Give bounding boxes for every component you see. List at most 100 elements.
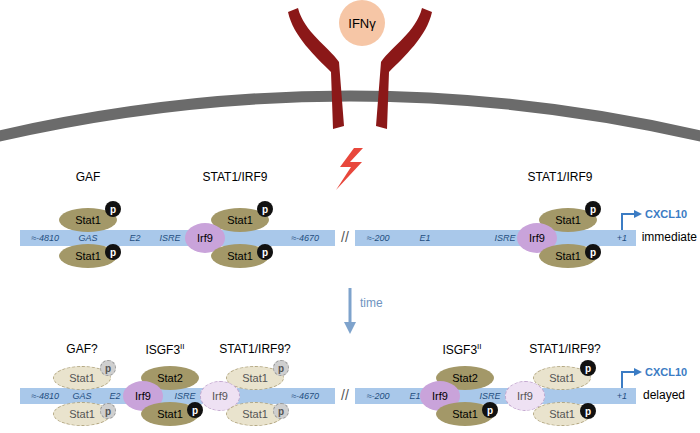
- protein-name: Irf9: [529, 232, 545, 244]
- protein-name: Stat1: [555, 250, 581, 262]
- protein-name: Stat1: [452, 408, 478, 420]
- axis-break: //: [340, 230, 350, 245]
- gene-name: CXCL10: [645, 366, 687, 378]
- protein-name: Stat1: [549, 372, 575, 384]
- ligand-circle: IFNγ: [339, 0, 385, 46]
- protein-name: p: [590, 204, 596, 215]
- protein-name: Stat1: [75, 214, 101, 226]
- gene-name: CXCL10: [645, 208, 687, 220]
- protein-name: p: [110, 204, 116, 215]
- site-label: ≈-4670: [291, 234, 319, 243]
- protein-name: Stat1: [227, 214, 253, 226]
- stat1-protein-faded: Stat1 p: [533, 402, 591, 426]
- protein-name: p: [585, 363, 591, 374]
- dna-strand: ≈-200 E1 ISRE +1: [355, 388, 636, 404]
- protein-name: Stat1: [75, 250, 101, 262]
- protein-name: p: [262, 204, 268, 215]
- site-label: GAS: [72, 392, 91, 401]
- phospho-mark: p: [105, 201, 121, 217]
- site-label: E1: [409, 392, 420, 401]
- protein-name: p: [278, 363, 284, 374]
- protein-name: Stat2: [157, 372, 183, 384]
- time-arrow: [349, 288, 352, 330]
- protein-name: Stat2: [452, 372, 478, 384]
- complex-label: ISGF3II: [145, 343, 184, 357]
- protein-name: Irf9: [517, 390, 533, 402]
- site-label: ISRE: [479, 392, 500, 401]
- stat1-protein-faded: Stat1 p: [53, 366, 111, 390]
- axis-break: //: [340, 388, 350, 403]
- protein-name: Stat1: [157, 408, 183, 420]
- protein-name: Stat1: [242, 408, 268, 420]
- protein-name: Irf9: [432, 390, 448, 402]
- protein-name: Stat1: [227, 250, 253, 262]
- site-label: ISRE: [174, 392, 195, 401]
- stat1-protein: Stat1 p: [59, 244, 117, 268]
- protein-name: p: [192, 405, 198, 416]
- stat1-protein-faded: Stat1 p: [53, 402, 111, 426]
- site-label: ≈-4810: [31, 392, 59, 401]
- cell-membrane: [0, 96, 700, 137]
- time-label: time: [360, 297, 383, 310]
- stat1-protein: Stat1 p: [141, 402, 199, 426]
- complex-label: STAT1/IRF9: [528, 171, 593, 184]
- protein-name: Stat1: [69, 408, 95, 420]
- protein-name: p: [262, 247, 268, 258]
- phospho-mark: p: [580, 403, 596, 419]
- site-label: ≈-200: [367, 234, 390, 243]
- site-label: GAS: [78, 234, 97, 243]
- protein-name: Irf9: [135, 390, 151, 402]
- signal-bolt: [336, 148, 363, 190]
- timing-label: delayed: [643, 389, 685, 402]
- timing-label: immediate: [642, 231, 697, 244]
- protein-name: p: [278, 406, 284, 417]
- stat1-protein: Stat1p: [59, 208, 117, 232]
- site-label: ISRE: [494, 234, 515, 243]
- protein-name: p: [590, 247, 596, 258]
- phospho-mark: p: [585, 201, 601, 217]
- phospho-mark-faded: p: [273, 403, 289, 419]
- phospho-mark-faded: p: [100, 403, 116, 419]
- site-label: ≈-4670: [291, 392, 319, 401]
- protein-name: Stat1: [549, 408, 575, 420]
- phospho-mark: p: [482, 402, 498, 418]
- phospho-mark-faded: p: [100, 360, 116, 376]
- stat1-protein: Stat1 p: [211, 244, 269, 268]
- site-label: E2: [109, 392, 120, 401]
- protein-name: Stat1: [555, 214, 581, 226]
- receptor-chain: [288, 8, 344, 129]
- phospho-mark: p: [257, 244, 273, 260]
- protein-name: p: [585, 406, 591, 417]
- protein-name: p: [487, 405, 493, 416]
- transcription-arrow: [622, 372, 640, 388]
- protein-name: Irf9: [197, 232, 213, 244]
- site-label: +1: [617, 392, 627, 401]
- phospho-mark-faded: p: [273, 360, 289, 376]
- stat1-protein: Stat1 p: [436, 402, 494, 426]
- site-label: E2: [129, 234, 140, 243]
- stat1-protein-faded: Stat1 p: [533, 366, 591, 390]
- site-label: +1: [617, 234, 627, 243]
- site-label: ≈-200: [367, 392, 390, 401]
- complex-label: GAF?: [66, 343, 97, 356]
- complex-label: STAT1/IRF9?: [219, 343, 291, 356]
- stat1-protein-faded: Stat1 p: [226, 402, 284, 426]
- site-label: ≈-4810: [31, 234, 59, 243]
- protein-name: p: [105, 406, 111, 417]
- protein-name: Irf9: [212, 390, 228, 402]
- complex-label: STAT1/IRF9: [203, 171, 268, 184]
- phospho-mark: p: [580, 360, 596, 376]
- complex-label: ISGF3II: [442, 343, 481, 357]
- protein-name: p: [105, 363, 111, 374]
- phospho-mark: p: [105, 244, 121, 260]
- protein-name: Stat1: [69, 372, 95, 384]
- phospho-mark: p: [187, 402, 203, 418]
- site-label: E1: [419, 234, 430, 243]
- phospho-mark: p: [257, 201, 273, 217]
- site-label: ISRE: [159, 234, 180, 243]
- transcription-arrow: [622, 214, 640, 230]
- complex-label: STAT1/IRF9?: [529, 343, 601, 356]
- protein-name: IFNγ: [348, 16, 375, 31]
- protein-name: p: [110, 247, 116, 258]
- stat1-protein: Stat1 p: [539, 244, 597, 268]
